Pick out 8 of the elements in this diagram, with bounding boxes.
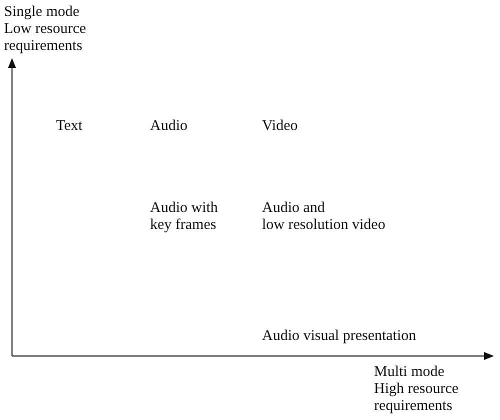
column-heading: Video [262, 118, 298, 135]
axis-label: Multi mode High resource requirements [374, 364, 459, 415]
column-heading: Text [56, 118, 82, 135]
cell-text: Audio and low resolution video [262, 200, 386, 234]
cell-text: Audio with key frames [150, 200, 218, 234]
cell-text: Audio visual presentation [262, 328, 416, 345]
column-heading: Audio [150, 118, 188, 135]
axis-label: Single mode Low resource requirements [4, 4, 86, 55]
